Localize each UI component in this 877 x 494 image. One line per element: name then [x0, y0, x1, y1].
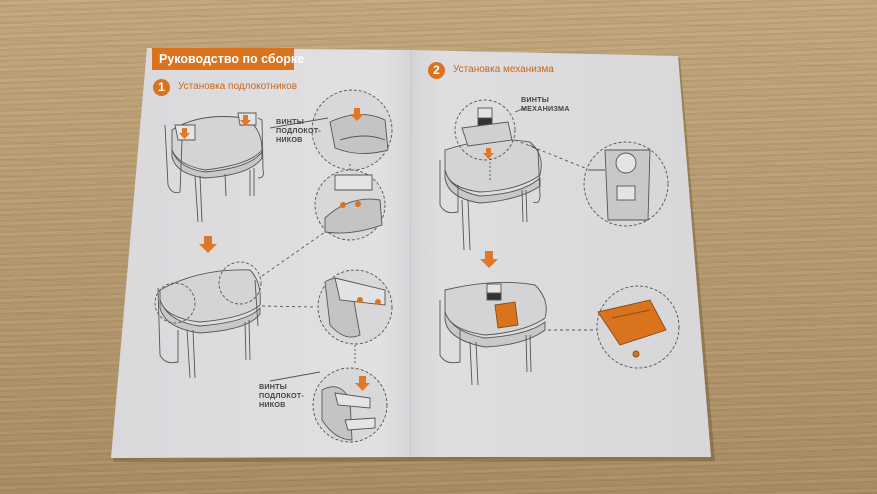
down-arrow-icon [350, 108, 364, 121]
callout-line: МЕХАНИЗМА [521, 104, 570, 113]
step-title: Установка механизма [453, 64, 554, 75]
down-arrow-icon [199, 236, 217, 253]
step-1-heading: 1 Установка подлокотников [153, 78, 297, 96]
callout-mechanism-screws: ВИНТЫ МЕХАНИЗМА [521, 95, 570, 113]
callout-line: ВИНТЫ [259, 382, 287, 391]
down-arrow-icon [355, 376, 370, 391]
detail-circle-mechanism-screws [454, 99, 516, 161]
chair-diagram-step2-top [439, 139, 542, 251]
step-number-badge: 1 [153, 78, 170, 96]
step-2-heading: 2 Установка механизма [428, 61, 554, 79]
callout-armrest-screws-top: ВИНТЫ ПОДЛОКОТ- НИКОВ [276, 117, 321, 144]
callout-line: ВИНТЫ [521, 95, 549, 104]
down-arrow-icons [179, 108, 498, 391]
callout-armrest-screws-bottom: ВИНТЫ ПОДЛОКОТ- НИКОВ [259, 382, 304, 409]
down-arrow-icon [480, 251, 498, 268]
callout-line: ПОДЛОКОТ- [259, 391, 304, 400]
step-number-badge: 2 [428, 61, 445, 79]
down-arrow-icon [179, 128, 190, 139]
chair-diagram-step1-top [164, 112, 264, 223]
callout-line: НИКОВ [259, 400, 286, 409]
callout-line: ПОДЛОКОТ- [276, 126, 321, 135]
down-arrow-icon [483, 148, 494, 159]
chair-diagram-step2-bottom [439, 281, 547, 386]
page-title: Руководство по сборке [152, 48, 304, 70]
step-title: Установка подлокотников [178, 81, 298, 92]
chair-diagram-step1-bottom [157, 269, 261, 379]
down-arrow-icon [240, 115, 251, 126]
callout-line: ВИНТЫ [276, 117, 304, 126]
callout-line: НИКОВ [276, 135, 303, 144]
